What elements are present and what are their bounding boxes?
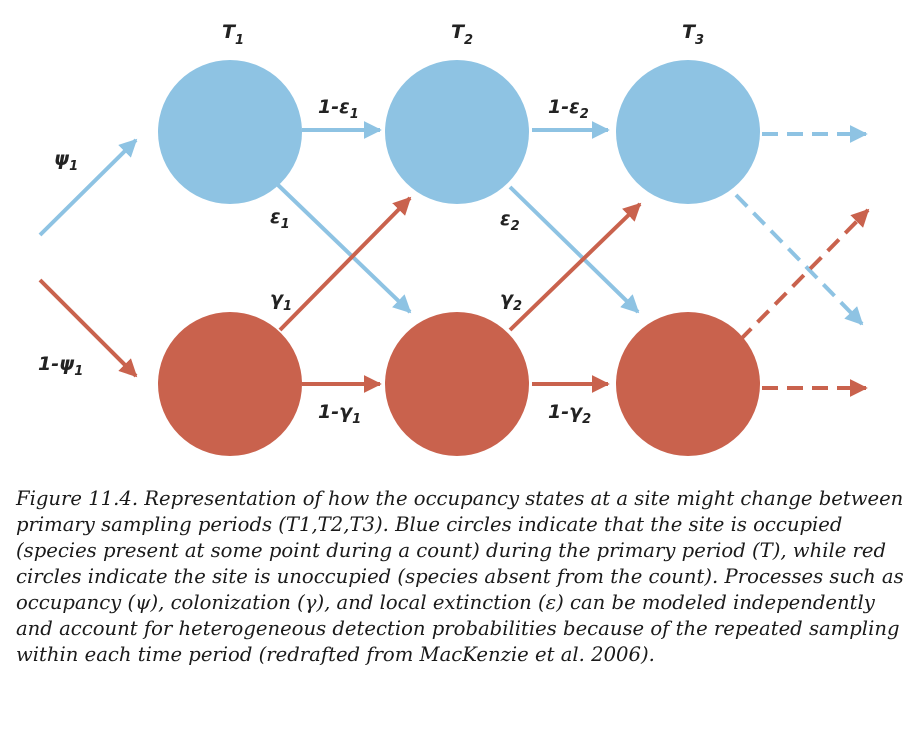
- occupied-node-t3: [616, 60, 760, 204]
- arrows: [38, 121, 870, 397]
- t3-extinction-dashed-arrow: [734, 193, 864, 326]
- label-gamma2: γ2: [500, 288, 522, 314]
- figure-caption: Figure 11.4. Representation of how the o…: [16, 487, 904, 666]
- unoccupied-node-t3: [616, 312, 760, 456]
- label-one-minus-eps2: 1-ε2: [548, 96, 589, 122]
- gamma1-arrow: [278, 196, 412, 332]
- label-one-minus-psi1: 1-ψ1: [38, 353, 83, 379]
- occupied-node-t1: [158, 60, 302, 204]
- period-label-t3: T3: [682, 21, 704, 48]
- t3-colonization-dashed-arrow: [738, 208, 870, 342]
- unoccupied-node-t2: [385, 312, 529, 456]
- occupancy-diagram: T1 T2 T3 ψ1 1-ψ1 1-ε1 1-ε2 ε1 ε2 γ1 γ2 1…: [38, 21, 870, 456]
- label-one-minus-gamma1: 1-γ1: [318, 401, 361, 427]
- label-psi1: ψ1: [54, 148, 78, 174]
- eps1-arrow: [276, 183, 412, 314]
- period-label-t1: T1: [222, 21, 244, 48]
- labels: T1 T2 T3 ψ1 1-ψ1 1-ε1 1-ε2 ε1 ε2 γ1 γ2 1…: [38, 21, 704, 427]
- label-eps1: ε1: [270, 206, 290, 232]
- one-minus-psi1-arrow: [38, 278, 138, 378]
- occupied-node-t2: [385, 60, 529, 204]
- period-label-t2: T2: [451, 21, 473, 48]
- label-gamma1: γ1: [270, 288, 292, 314]
- state-nodes: [158, 60, 760, 456]
- unoccupied-node-t1: [158, 312, 302, 456]
- label-one-minus-gamma2: 1-γ2: [548, 401, 591, 427]
- psi1-arrow: [38, 138, 138, 237]
- gamma2-arrow: [508, 202, 642, 332]
- label-one-minus-eps1: 1-ε1: [318, 96, 359, 122]
- eps2-arrow: [508, 185, 640, 314]
- label-eps2: ε2: [500, 208, 520, 234]
